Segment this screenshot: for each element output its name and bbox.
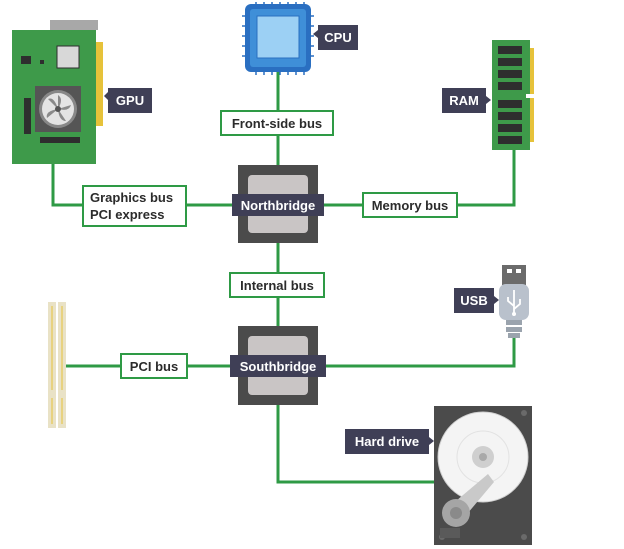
pci-bus-label: PCI bus — [120, 353, 188, 379]
northbridge-label-text: Northbridge — [241, 198, 315, 213]
usb-label-text: USB — [460, 293, 487, 308]
usb-label: USB — [454, 288, 499, 313]
cpu-label: CPU — [313, 25, 358, 50]
northbridge-chip: Northbridge — [232, 165, 324, 243]
pci-slots — [48, 302, 66, 428]
cpu-label-text: CPU — [324, 30, 351, 45]
front-side-bus-text: Front-side bus — [232, 116, 322, 131]
pci-express-text: PCI express — [90, 207, 164, 222]
pci-bus-text: PCI bus — [130, 359, 178, 374]
internal-bus-label: Internal bus — [229, 272, 325, 298]
southbridge-chip: Southbridge — [230, 326, 326, 405]
usb-bus-line — [318, 338, 516, 368]
hard-drive-label: Hard drive — [345, 429, 434, 454]
hard-drive-label-text: Hard drive — [355, 434, 419, 449]
hard-drive-bus-line — [276, 405, 434, 484]
hard-drive — [434, 406, 532, 545]
ram-label: RAM — [442, 88, 491, 113]
graphics-bus-label: Graphics bus PCI express — [82, 185, 187, 227]
ram-stick — [492, 40, 534, 150]
cpu-chip — [242, 2, 314, 75]
gpu-card — [12, 20, 103, 164]
usb-symbol-icon — [507, 290, 521, 313]
gpu-label-text: GPU — [116, 93, 144, 108]
ram-label-text: RAM — [449, 93, 479, 108]
gpu-label: GPU — [104, 88, 152, 113]
front-side-bus-label: Front-side bus — [220, 110, 334, 136]
southbridge-label-text: Southbridge — [240, 359, 317, 374]
graphics-bus-text: Graphics bus — [90, 190, 173, 205]
memory-bus-text: Memory bus — [372, 198, 449, 213]
memory-bus-label: Memory bus — [362, 192, 458, 218]
internal-bus-text: Internal bus — [240, 278, 314, 293]
usb-connector — [499, 265, 529, 338]
